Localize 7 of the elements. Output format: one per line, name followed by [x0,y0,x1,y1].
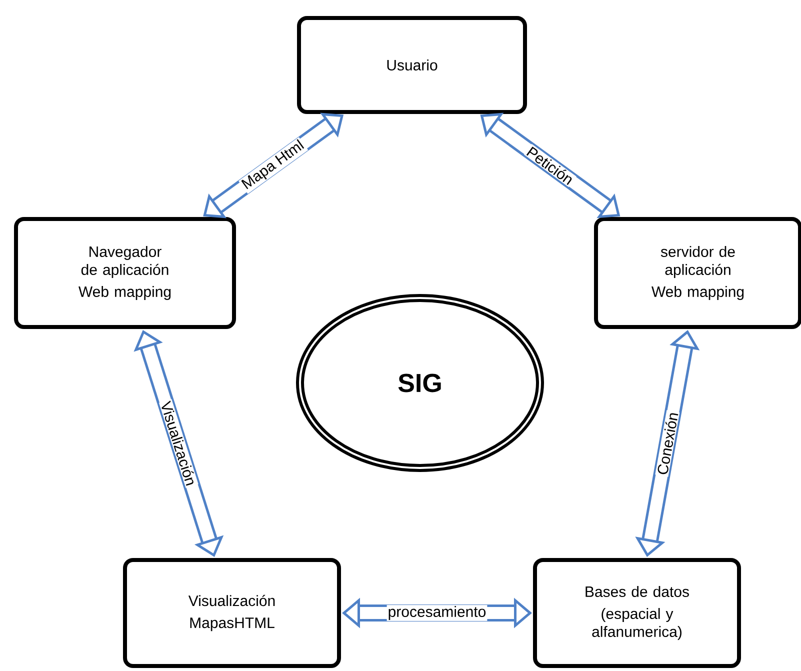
process-box: Navegador de aplicación Web mapping [14,217,236,329]
edge-label: Conexión [655,410,680,477]
process-box: Visualización MapasHTML [123,558,341,668]
process-box: servidor de aplicación Web mapping [594,217,801,329]
process-box: Bases de datos (espacial y alfanumerica) [533,558,741,668]
process-box: Usuario [297,16,527,114]
edge-label: procesamiento [386,605,488,621]
